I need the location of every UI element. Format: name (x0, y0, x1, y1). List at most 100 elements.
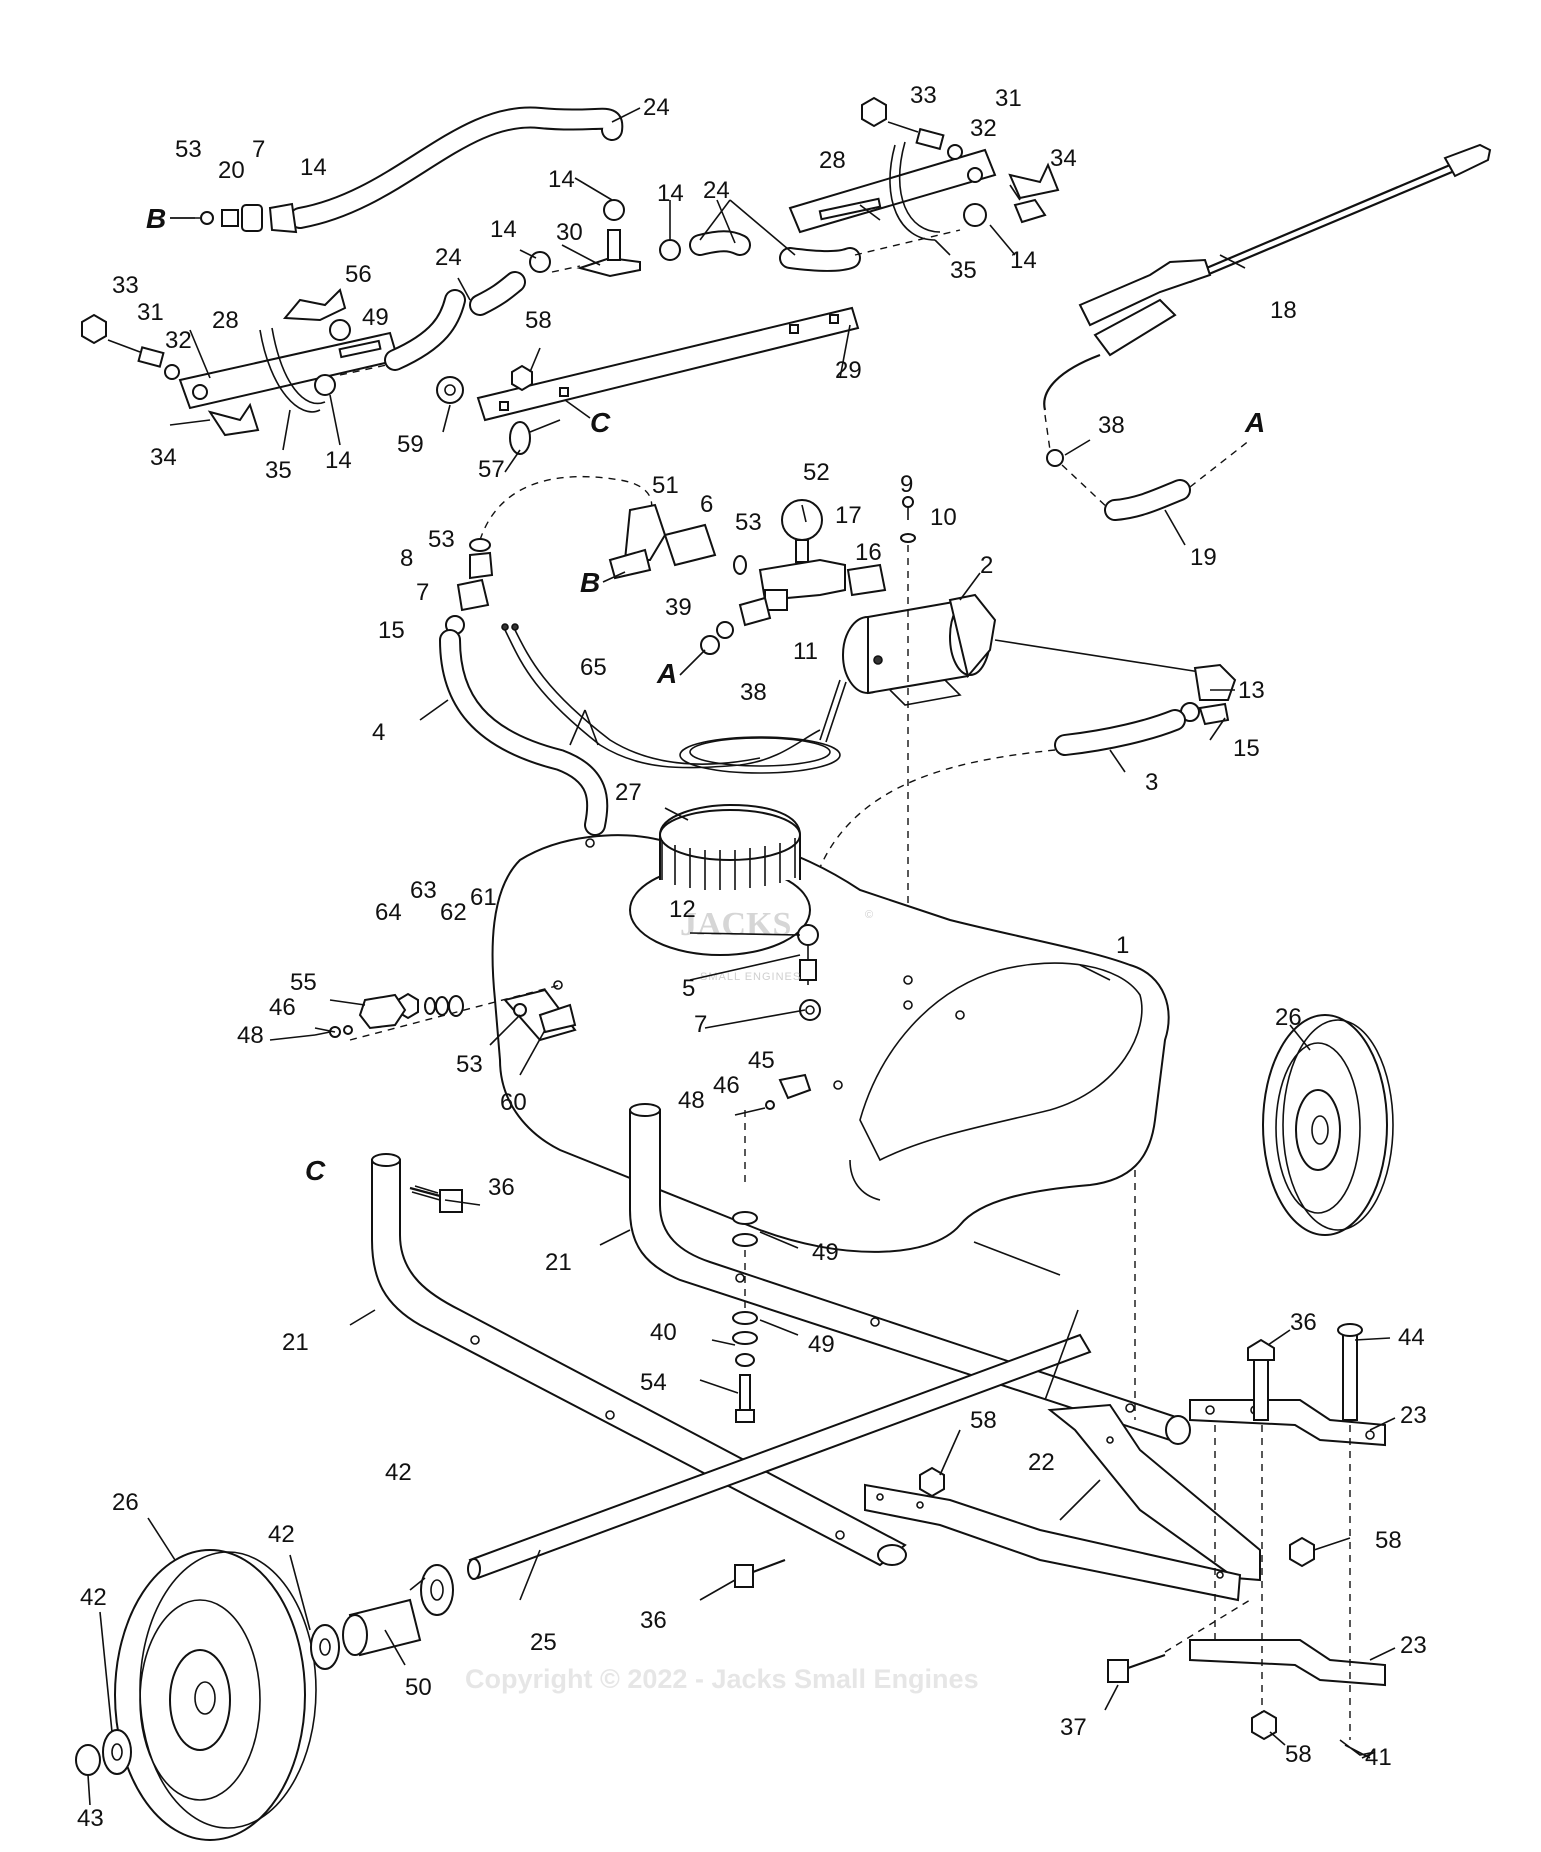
callout-27: 27 (615, 779, 642, 806)
callout-25: 25 (530, 1629, 557, 1656)
callout-7a: 7 (252, 136, 265, 163)
callout-14c: 14 (657, 180, 684, 207)
callout-32a: 32 (165, 327, 192, 354)
leader-lines (87, 107, 1396, 1806)
callout-24a: 24 (643, 94, 670, 121)
callout-39: 39 (665, 594, 692, 621)
callout-64: 64 (375, 899, 402, 926)
callout-8: 8 (400, 545, 413, 572)
callout-16: 16 (855, 539, 882, 566)
callout-60: 60 (500, 1089, 527, 1116)
left-boom-assembly (81, 106, 751, 437)
callout-34a: 34 (150, 444, 177, 471)
callout-26a: 26 (1275, 1004, 1302, 1031)
frame (371, 1103, 1386, 1759)
callout-29: 29 (835, 357, 862, 384)
spray-wand (1043, 143, 1492, 521)
callout-23b: 23 (1400, 1632, 1427, 1659)
callout-22: 22 (1028, 1449, 1055, 1476)
callout-28a: 28 (212, 307, 239, 334)
callout-20: 20 (218, 157, 245, 184)
logo-mark: © (865, 909, 874, 921)
callout-41: 41 (1365, 1744, 1392, 1771)
callout-58a: 58 (525, 307, 552, 334)
callout-14a: 14 (300, 154, 327, 181)
callout-31b: 31 (995, 85, 1022, 112)
callout-44: 44 (1398, 1324, 1425, 1351)
reference-letters: B B A A C C (146, 203, 1265, 1186)
callout-57: 57 (478, 456, 505, 483)
callout-56: 56 (345, 261, 372, 288)
pump-assembly (439, 475, 1237, 960)
callout-labels: 1 2 3 4 5 6 7 7 7 8 9 10 11 12 13 14 14 … (77, 82, 1427, 1832)
callout-3: 3 (1145, 769, 1158, 796)
callout-54: 54 (640, 1369, 667, 1396)
callout-14d: 14 (490, 216, 517, 243)
callout-40: 40 (650, 1319, 677, 1346)
callout-36b: 36 (1290, 1309, 1317, 1336)
callout-51: 51 (652, 472, 679, 499)
callout-21a: 21 (545, 1249, 572, 1276)
callout-53c: 53 (735, 509, 762, 536)
callout-49b: 49 (812, 1239, 839, 1266)
callout-58b: 58 (970, 1407, 997, 1434)
callout-49a: 49 (362, 304, 389, 331)
letter-A-pump: A (656, 658, 677, 689)
callout-1: 1 (1116, 932, 1129, 959)
callout-63: 63 (410, 877, 437, 904)
left-wheel (75, 1549, 454, 1841)
callout-19: 19 (1190, 544, 1217, 571)
callout-36c: 36 (640, 1607, 667, 1634)
callout-28b: 28 (819, 147, 846, 174)
callout-15a: 15 (378, 617, 405, 644)
callout-14b: 14 (548, 166, 575, 193)
callout-14f: 14 (1010, 247, 1037, 274)
callout-46b: 46 (713, 1072, 740, 1099)
callout-55: 55 (290, 969, 317, 996)
callout-11: 11 (793, 638, 818, 665)
callout-24c: 24 (435, 244, 462, 271)
callout-53d: 53 (456, 1051, 483, 1078)
callout-26b: 26 (112, 1489, 139, 1516)
right-wheel (1262, 1014, 1394, 1236)
callout-5: 5 (682, 975, 695, 1002)
callout-23a: 23 (1400, 1402, 1427, 1429)
callout-49c: 49 (808, 1331, 835, 1358)
callout-46a: 46 (269, 994, 296, 1021)
callout-52: 52 (803, 459, 830, 486)
callout-33a: 33 (112, 272, 139, 299)
callout-32b: 32 (970, 115, 997, 142)
callout-62: 62 (440, 899, 467, 926)
callout-7b: 7 (416, 579, 429, 606)
callout-18: 18 (1270, 297, 1297, 324)
jacks-logo-watermark: JACKS SMALL ENGINES © (680, 906, 874, 983)
callout-61: 61 (470, 884, 497, 911)
callout-65: 65 (580, 654, 607, 681)
callout-12: 12 (669, 896, 696, 923)
callout-42c: 42 (80, 1584, 107, 1611)
letter-B-top: B (146, 203, 166, 234)
callout-7c: 7 (694, 1011, 707, 1038)
letter-C-frame: C (305, 1155, 326, 1186)
callout-35b: 35 (950, 257, 977, 284)
callout-58c: 58 (1375, 1527, 1402, 1554)
tank (314, 803, 1170, 1253)
callout-42b: 42 (268, 1521, 295, 1548)
callout-14e: 14 (325, 447, 352, 474)
callout-34b: 34 (1050, 145, 1077, 172)
logo-sub: SMALL ENGINES (700, 971, 801, 983)
callout-36a: 36 (488, 1174, 515, 1201)
callout-10: 10 (930, 504, 957, 531)
callout-42a: 42 (385, 1459, 412, 1486)
callout-4: 4 (372, 719, 385, 746)
callout-38a: 38 (1098, 412, 1125, 439)
callout-31a: 31 (137, 299, 164, 326)
callout-15b: 15 (1233, 735, 1260, 762)
callout-21b: 21 (282, 1329, 309, 1356)
callout-45: 45 (748, 1047, 775, 1074)
callout-48b: 48 (678, 1087, 705, 1114)
letter-B-pump: B (580, 567, 600, 598)
callout-9: 9 (900, 471, 913, 498)
callout-17: 17 (835, 502, 862, 529)
